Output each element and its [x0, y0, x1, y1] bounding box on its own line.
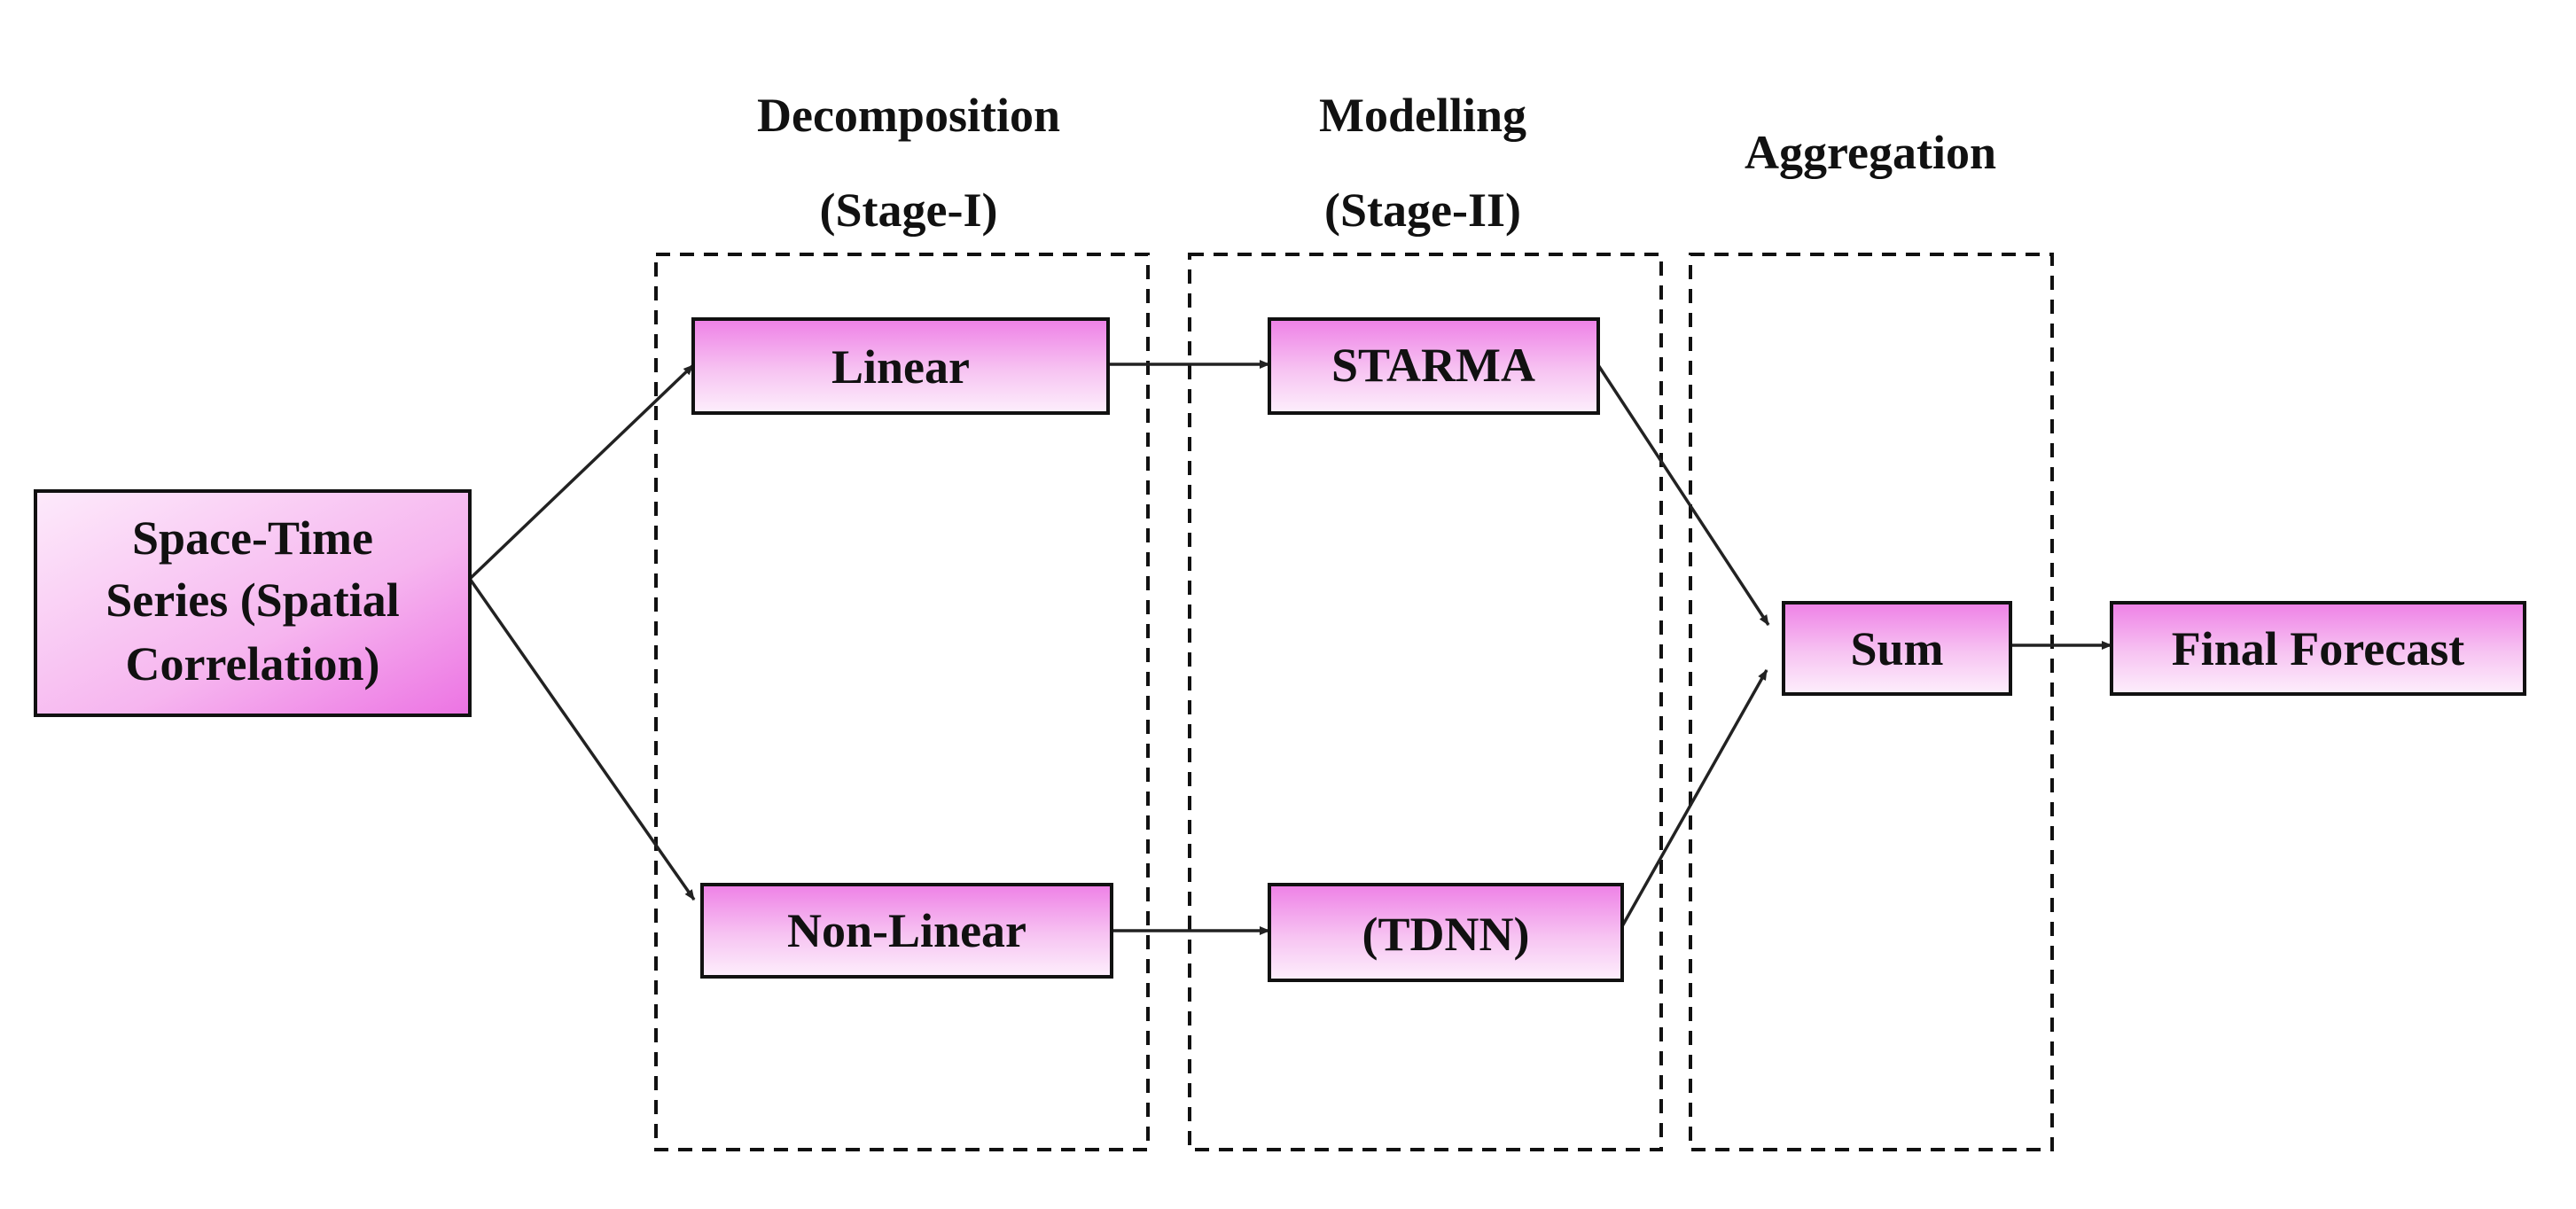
- node-non-linear-label: Non-Linear: [787, 904, 1026, 957]
- node-sum-label: Sum: [1850, 622, 1943, 675]
- edge-starma-to-sum: [1596, 364, 1770, 626]
- stage-title-modelling: Modelling: [1319, 89, 1526, 142]
- edge-tdnn-to-sum: [1620, 669, 1768, 927]
- stage-title-decomposition: Decomposition: [757, 89, 1060, 142]
- node-non-linear-box: [700, 883, 1113, 979]
- stage-subtitle-decomposition: (Stage-I): [820, 183, 998, 237]
- node-tdnn: (TDNN): [1268, 883, 1624, 982]
- node-sum: Sum: [1782, 601, 2012, 696]
- node-linear-label: Linear: [831, 340, 970, 394]
- stage-box-aggregation: [1689, 253, 2054, 1151]
- stage-subtitle-modelling: (Stage-II): [1324, 183, 1521, 237]
- edge-input-to-nonlinear: [468, 577, 696, 901]
- node-space-time-series-line-3: Correlation): [126, 637, 380, 690]
- node-starma: STARMA: [1268, 317, 1600, 415]
- node-space-time-series: Space-Time Series (Spatial Correlation): [34, 489, 472, 717]
- node-final-forecast: Final Forecast: [2110, 601, 2526, 696]
- node-space-time-series-line-1: Space-Time: [132, 511, 373, 565]
- node-sum-box: [1782, 601, 2012, 696]
- node-non-linear: Non-Linear: [700, 883, 1113, 979]
- stage-box-decomposition: [654, 253, 1150, 1151]
- node-linear-box: [691, 317, 1110, 415]
- node-space-time-series-box: [34, 489, 472, 717]
- stage-box-modelling: [1188, 253, 1663, 1151]
- node-tdnn-box: [1268, 883, 1624, 982]
- node-starma-label: STARMA: [1331, 339, 1535, 392]
- edge-input-to-linear: [468, 363, 695, 581]
- node-final-forecast-label: Final Forecast: [2172, 622, 2464, 675]
- stage-title-aggregation: Aggregation: [1745, 126, 1996, 179]
- node-space-time-series-line-2: Series (Spatial: [105, 573, 400, 627]
- node-final-forecast-box: [2110, 601, 2526, 696]
- node-starma-box: [1268, 317, 1600, 415]
- node-linear: Linear: [691, 317, 1110, 415]
- node-tdnn-label: (TDNN): [1362, 908, 1530, 961]
